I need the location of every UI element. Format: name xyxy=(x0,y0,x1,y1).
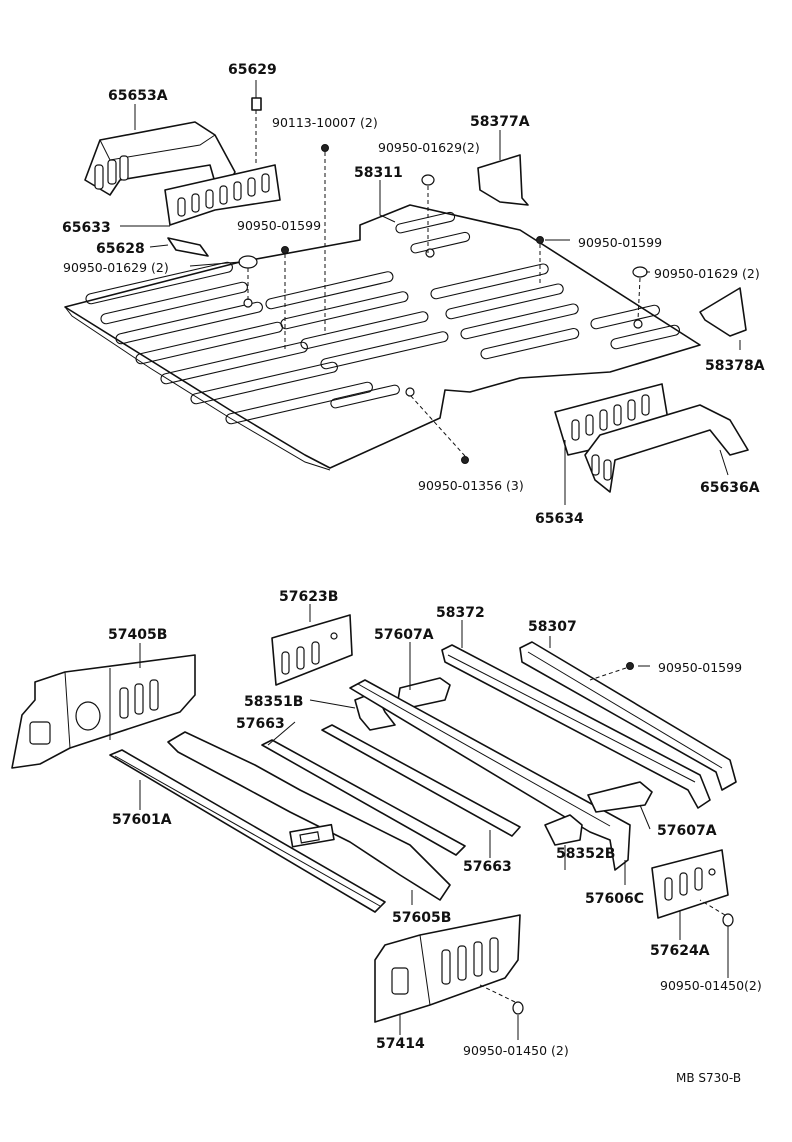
grommet-90950-01450-b xyxy=(512,1001,524,1015)
wheel-housing-65636A xyxy=(584,404,749,493)
plug-90950-01599-b xyxy=(536,236,544,244)
grommet-90950-01450-a xyxy=(722,913,734,927)
label-90950-01356: 90950-01356 (3) xyxy=(418,478,524,493)
label-65629: 65629 xyxy=(228,62,277,78)
bracket-58378A xyxy=(699,287,747,337)
panel-57624A xyxy=(651,849,729,919)
panel-65634 xyxy=(554,383,669,456)
panel-57623B xyxy=(271,614,353,686)
label-90950-01599-b: 90950-01599 xyxy=(578,235,662,250)
label-90950-01599-a: 90950-01599 xyxy=(237,218,321,233)
rail-58372 xyxy=(441,644,711,809)
label-90950-01599-c: 90950-01599 xyxy=(658,660,742,675)
label-58311: 58311 xyxy=(354,165,403,181)
panel-57405B xyxy=(11,654,196,769)
plug-90950-01599-c xyxy=(626,662,634,670)
label-58372: 58372 xyxy=(436,605,485,621)
rail-57605B xyxy=(167,731,451,901)
rail-57606C xyxy=(349,679,631,871)
clip-65629 xyxy=(251,97,262,111)
label-57623B: 57623B xyxy=(279,589,338,605)
drawing-code: MB S730-B xyxy=(676,1071,741,1085)
label-65633: 65633 xyxy=(62,220,111,236)
label-90950-01450-b: 90950-01450 (2) xyxy=(463,1043,569,1058)
label-57605B: 57605B xyxy=(392,910,451,926)
label-90950-01629-c: 90950-01629 (2) xyxy=(654,266,760,281)
label-90950-01629-b: 90950-01629 (2) xyxy=(63,260,169,275)
label-58377A: 58377A xyxy=(470,114,530,130)
wheel-housing-65653A xyxy=(84,121,236,201)
label-57607A-top: 57607A xyxy=(374,627,434,643)
grommet-90950-01629-a xyxy=(421,174,435,186)
panel-57414 xyxy=(374,914,521,1023)
label-57624A: 57624A xyxy=(650,943,710,959)
fastener-90113-10007 xyxy=(321,144,329,152)
rail-58307 xyxy=(519,641,737,791)
label-65628: 65628 xyxy=(96,241,145,257)
plug-90950-01599-a xyxy=(281,246,289,254)
label-65634: 65634 xyxy=(535,511,584,527)
rail-57663-b xyxy=(321,724,521,837)
label-57663-bottom: 57663 xyxy=(463,859,512,875)
label-65636A: 65636A xyxy=(700,480,760,496)
label-57601A: 57601A xyxy=(112,812,172,828)
grommet-90950-01629-c xyxy=(632,266,648,278)
bracket-57607A-right xyxy=(587,781,653,813)
label-57414: 57414 xyxy=(376,1036,425,1052)
rail-57663-a xyxy=(261,739,466,856)
label-57607A-right: 57607A xyxy=(657,823,717,839)
panel-65633 xyxy=(164,164,281,226)
label-90950-01450-a: 90950-01450(2) xyxy=(660,978,762,993)
label-58351B: 58351B xyxy=(244,694,303,710)
label-90950-01629-a: 90950-01629(2) xyxy=(378,140,480,155)
label-58352B: 58352B xyxy=(556,846,615,862)
bracket-58377A xyxy=(477,154,529,206)
floor-pan-58311 xyxy=(64,204,701,471)
label-65653A: 65653A xyxy=(108,88,168,104)
label-57663-top: 57663 xyxy=(236,716,285,732)
bracket-65628 xyxy=(167,237,209,257)
plug-90950-01356 xyxy=(461,456,469,464)
label-57606C: 57606C xyxy=(585,891,644,907)
grommet-90950-01629-b xyxy=(238,255,258,269)
bracket-58352B xyxy=(544,814,583,846)
rail-57601A xyxy=(109,749,386,913)
label-58378A: 58378A xyxy=(705,358,765,374)
label-90113-10007: 90113-10007 (2) xyxy=(272,115,378,130)
label-57405B: 57405B xyxy=(108,627,167,643)
label-58307: 58307 xyxy=(528,619,577,635)
